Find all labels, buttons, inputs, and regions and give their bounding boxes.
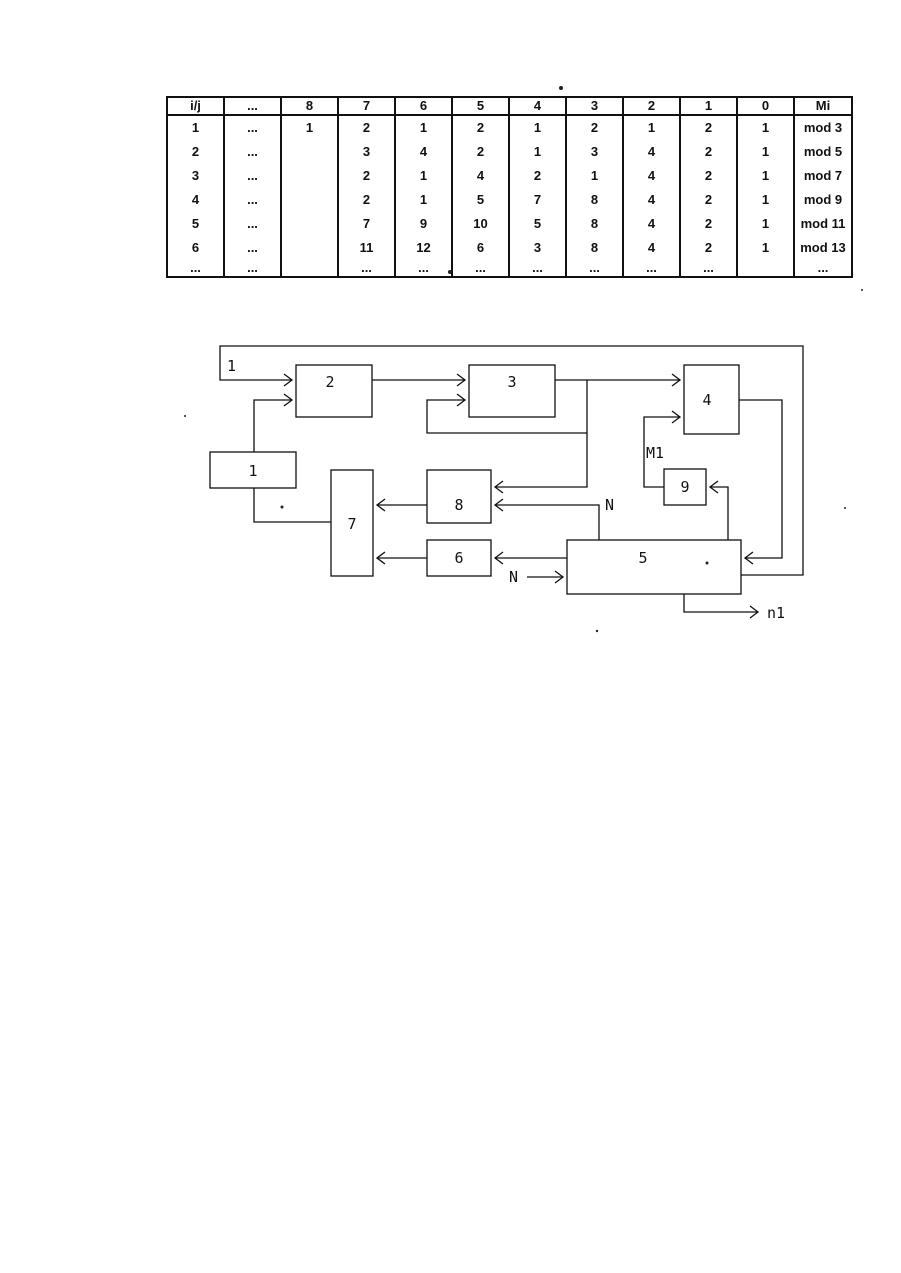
n-input-label: N — [509, 568, 518, 586]
wire-n1-output — [684, 594, 758, 612]
scan-speck — [706, 562, 709, 565]
wire-1-to-2 — [254, 400, 292, 452]
scan-speck — [448, 270, 452, 274]
scan-speck — [559, 86, 563, 90]
input-1-label: 1 — [227, 357, 236, 375]
wire-1-to-7 — [254, 488, 331, 522]
block-3-label: 3 — [507, 373, 516, 391]
block-5-label: 5 — [638, 549, 647, 567]
scan-speck — [596, 630, 598, 632]
block-8-label: 8 — [454, 496, 463, 514]
scan-speck — [184, 415, 186, 417]
scan-speck — [844, 507, 846, 509]
n-top-label: N — [605, 496, 614, 514]
scan-speck — [861, 289, 863, 291]
block-4-label: 4 — [702, 391, 711, 409]
block-9-label: 9 — [680, 478, 689, 496]
n1-output-label: n1 — [767, 604, 785, 622]
block-5 — [567, 540, 741, 594]
m1-label: M1 — [646, 444, 664, 462]
block-2-label: 2 — [325, 373, 334, 391]
scan-speck — [281, 506, 284, 509]
wire-3-to-8 — [495, 433, 587, 487]
wire-5-to-9 — [710, 487, 728, 540]
wire-4-to-5 — [739, 400, 782, 558]
block-1-label: 1 — [248, 462, 257, 480]
wire-5-to-8 — [495, 505, 599, 540]
block-6-label: 6 — [454, 549, 463, 567]
block-7-label: 7 — [347, 515, 356, 533]
